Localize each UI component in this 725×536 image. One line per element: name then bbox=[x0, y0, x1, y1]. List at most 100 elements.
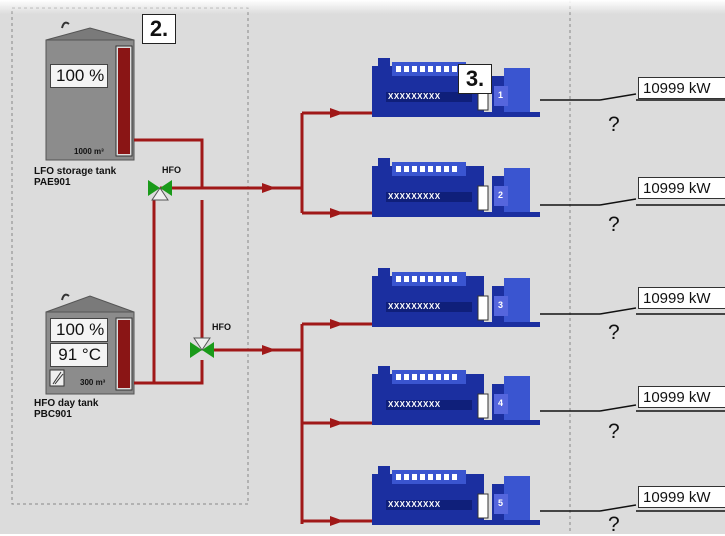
generator-set-1[interactable] bbox=[372, 58, 540, 117]
generator-1-power-readout: 10999 kW bbox=[638, 77, 725, 99]
cylinder-mark bbox=[412, 166, 417, 172]
generator-serial-label: XXXXXXXXX bbox=[388, 302, 441, 311]
valve-icon bbox=[148, 180, 160, 196]
generator-unit-number: 1 bbox=[498, 90, 504, 100]
engine-intake bbox=[378, 58, 390, 72]
generator-set-3[interactable] bbox=[372, 268, 540, 327]
alternator-housing bbox=[504, 68, 530, 112]
cylinder-mark bbox=[444, 474, 449, 480]
tank-level-bar bbox=[118, 320, 130, 388]
alternator-housing bbox=[504, 376, 530, 420]
cylinder-mark bbox=[428, 374, 433, 380]
cylinder-mark bbox=[396, 66, 401, 72]
cylinder-mark bbox=[412, 474, 417, 480]
serial-plate bbox=[386, 400, 472, 410]
section-label-generators: 3. bbox=[458, 64, 492, 94]
cylinder-mark bbox=[428, 474, 433, 480]
engine-intake bbox=[378, 158, 390, 172]
cylinder-mark bbox=[404, 166, 409, 172]
flow-arrow-icon bbox=[330, 418, 344, 428]
flow-arrows bbox=[262, 108, 344, 526]
hfo-volume-label: 300 m³ bbox=[80, 378, 106, 387]
cylinder-mark bbox=[396, 474, 401, 480]
top-fade bbox=[0, 0, 725, 14]
generator-serial-label: XXXXXXXXX bbox=[388, 400, 441, 409]
cylinder-mark bbox=[428, 66, 433, 72]
heater-icon-stripes bbox=[52, 371, 64, 385]
coupling bbox=[477, 393, 489, 419]
generator-serial-label: XXXXXXXXX bbox=[388, 92, 441, 101]
valve-upper-label: HFO bbox=[162, 165, 181, 175]
generator-serial-label: XXXXXXXXX bbox=[388, 500, 441, 509]
valve-icon bbox=[151, 187, 169, 201]
engine-skid bbox=[372, 322, 540, 327]
flow-arrow-icon bbox=[330, 108, 344, 118]
cylinder-mark bbox=[428, 276, 433, 282]
cylinder-mark bbox=[452, 474, 457, 480]
engine-skid bbox=[372, 520, 540, 525]
cylinder-mark bbox=[404, 374, 409, 380]
lfo-volume-label: 1000 m³ bbox=[74, 147, 104, 156]
generator-3-power-readout: 10999 kW bbox=[638, 287, 725, 309]
unit-number-plate bbox=[494, 186, 508, 206]
valve-icon bbox=[190, 342, 202, 358]
cylinder-mark bbox=[444, 166, 449, 172]
generator-sets bbox=[372, 58, 540, 525]
cylinder-mark bbox=[420, 166, 425, 172]
flow-arrow-icon bbox=[330, 319, 344, 329]
flow-arrow-icon bbox=[262, 345, 276, 355]
tank-level-bar bbox=[118, 48, 130, 154]
generator-serial-label: XXXXXXXXX bbox=[388, 192, 441, 201]
three-way-valve-lower[interactable] bbox=[190, 337, 214, 358]
cylinder-mark bbox=[436, 276, 441, 282]
cylinder-mark bbox=[452, 276, 457, 282]
cylinder-mark bbox=[420, 276, 425, 282]
generator-1-breaker-state[interactable]: ? bbox=[608, 113, 620, 136]
hfo-level-readout: 100 % bbox=[50, 318, 108, 342]
hfo-tank-caption: HFO day tank PBC901 bbox=[34, 398, 99, 420]
generator-unit-number: 2 bbox=[498, 190, 504, 200]
generator-set-4[interactable] bbox=[372, 366, 540, 425]
lower-fuel-pipes bbox=[154, 200, 372, 524]
valve-icon bbox=[160, 180, 172, 196]
upper-fuel-pipes bbox=[134, 111, 372, 385]
tank-roof bbox=[45, 295, 135, 313]
cylinder-mark bbox=[396, 166, 401, 172]
cylinder-mark bbox=[404, 276, 409, 282]
generator-5-breaker-state[interactable]: ? bbox=[608, 513, 620, 536]
generator-unit-number: 5 bbox=[498, 498, 504, 508]
cylinder-mark bbox=[444, 66, 449, 72]
cylinder-mark bbox=[436, 166, 441, 172]
generator-set-5[interactable] bbox=[372, 466, 540, 525]
cylinder-mark bbox=[452, 66, 457, 72]
coupling bbox=[477, 295, 489, 321]
lfo-storage-tank[interactable] bbox=[45, 21, 135, 161]
unit-number-plate bbox=[494, 296, 508, 316]
three-way-valve-upper[interactable] bbox=[148, 180, 172, 201]
engine-intake bbox=[378, 268, 390, 282]
generator-4-breaker-state[interactable]: ? bbox=[608, 420, 620, 443]
generator-2-breaker-state[interactable]: ? bbox=[608, 213, 620, 236]
alternator-housing bbox=[504, 278, 530, 322]
cylinder-mark bbox=[444, 276, 449, 282]
unit-number-plate bbox=[494, 394, 508, 414]
generator-unit-number: 4 bbox=[498, 398, 504, 408]
cylinder-mark bbox=[428, 166, 433, 172]
serial-plate bbox=[386, 192, 472, 202]
alternator-housing bbox=[504, 476, 530, 520]
flow-arrow-icon bbox=[330, 516, 344, 526]
generator-set-2[interactable] bbox=[372, 158, 540, 217]
engine-skid bbox=[372, 212, 540, 217]
cylinder-mark bbox=[436, 66, 441, 72]
section-label-storage: 2. bbox=[142, 14, 176, 44]
cylinder-mark bbox=[420, 66, 425, 72]
generator-unit-number: 3 bbox=[498, 300, 504, 310]
lfo-level-readout: 100 % bbox=[50, 64, 108, 88]
coupling bbox=[477, 493, 489, 519]
cylinder-mark bbox=[412, 276, 417, 282]
generator-3-breaker-state[interactable]: ? bbox=[608, 321, 620, 344]
serial-plate bbox=[386, 92, 472, 102]
engine-skid bbox=[372, 420, 540, 425]
serial-plate bbox=[386, 500, 472, 510]
